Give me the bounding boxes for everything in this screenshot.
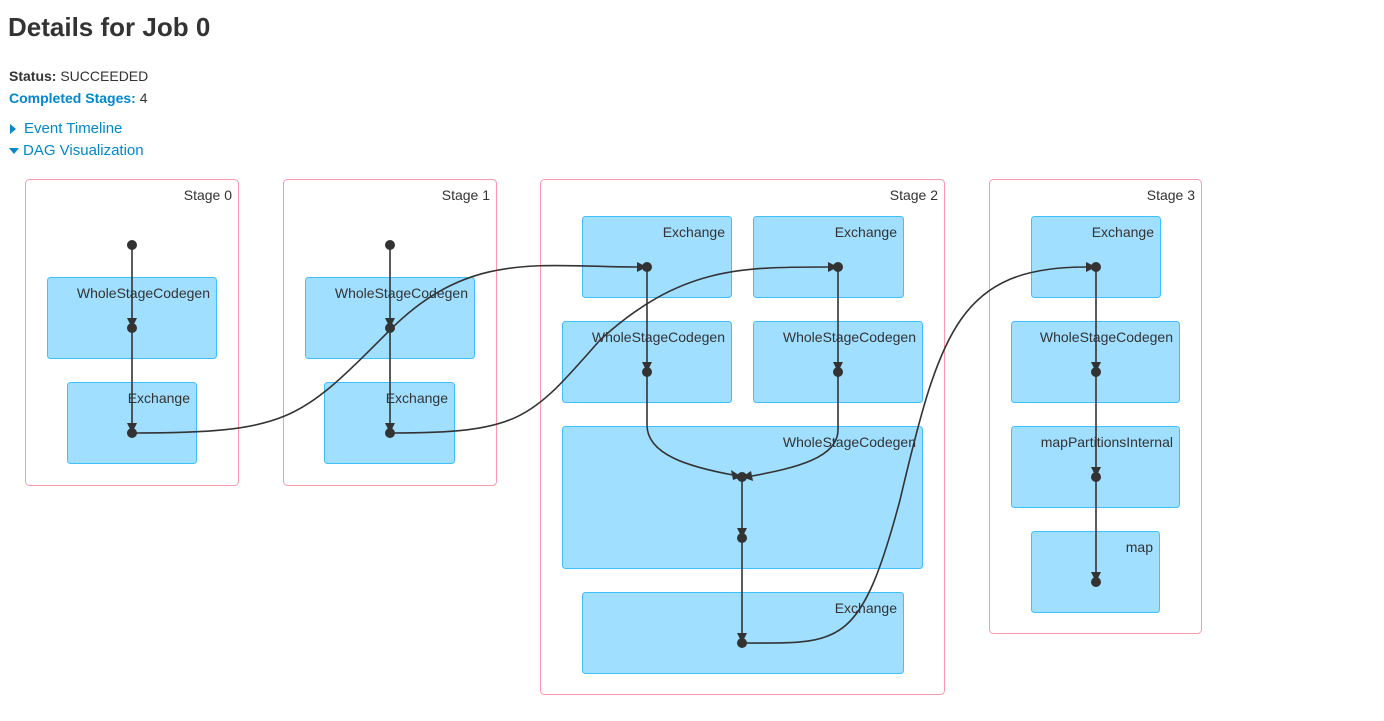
dag-visualization-toggle[interactable]: DAG Visualization xyxy=(9,140,144,162)
event-timeline-label: Event Timeline xyxy=(24,120,123,137)
dag-node[interactable] xyxy=(385,240,395,250)
cluster-label: Exchange xyxy=(663,224,725,240)
cluster-label: WholeStageCodegen xyxy=(783,434,916,450)
arrow-right-icon xyxy=(10,124,16,134)
dag-edge xyxy=(389,266,829,434)
stage-label: Stage 1 xyxy=(442,187,490,203)
stage-label: Stage 2 xyxy=(890,187,938,203)
page-title: Details for Job 0 xyxy=(8,12,211,42)
cluster-label: WholeStageCodegen xyxy=(335,285,468,301)
dag-edge xyxy=(741,266,1087,644)
dag-edge xyxy=(646,372,734,476)
cluster-label: WholeStageCodegen xyxy=(1040,329,1173,345)
status-label: Status: xyxy=(9,68,57,84)
cluster-label: Exchange xyxy=(386,390,448,406)
stage-label: Stage 3 xyxy=(1147,187,1195,203)
dag-visualization-label: DAG Visualization xyxy=(23,142,144,159)
dag-node[interactable] xyxy=(737,638,747,648)
cluster-label: WholeStageCodegen xyxy=(783,329,916,345)
status-value: SUCCEEDED xyxy=(60,68,149,84)
cluster-label: WholeStageCodegen xyxy=(77,285,210,301)
cluster-box[interactable] xyxy=(753,216,904,298)
dag-node[interactable] xyxy=(642,367,652,377)
event-timeline-toggle[interactable]: Event Timeline xyxy=(9,118,144,140)
cluster-label: map xyxy=(1126,539,1153,555)
status-row: Status: SUCCEEDED xyxy=(9,65,148,87)
arrow-down-icon xyxy=(9,148,19,154)
dag-node[interactable] xyxy=(737,533,747,543)
dag-node[interactable] xyxy=(833,367,843,377)
cluster-label: Exchange xyxy=(1092,224,1154,240)
visualization-toggles: Event Timeline DAG Visualization xyxy=(9,118,144,162)
arrowhead xyxy=(742,471,753,481)
completed-stages-row: Completed Stages: 4 xyxy=(9,87,148,109)
cluster-label: Exchange xyxy=(835,600,897,616)
cluster-label: Exchange xyxy=(128,390,190,406)
dag-node[interactable] xyxy=(385,323,395,333)
cluster-label: mapPartitionsInternal xyxy=(1041,434,1173,450)
dag-node[interactable] xyxy=(1091,367,1101,377)
dag-node[interactable] xyxy=(642,262,652,272)
dag-edges xyxy=(131,245,1097,644)
stage-label: Stage 0 xyxy=(184,187,232,203)
cluster-label: WholeStageCodegen xyxy=(592,329,725,345)
job-summary: Status: SUCCEEDED Completed Stages: 4 xyxy=(9,65,148,109)
completed-stages-count: 4 xyxy=(139,90,148,106)
cluster-label: Exchange xyxy=(835,224,897,240)
dag-node[interactable] xyxy=(737,472,747,482)
dag-node[interactable] xyxy=(127,323,137,333)
dag-edge xyxy=(751,372,839,477)
dag-nodes xyxy=(127,240,1101,648)
completed-stages-link[interactable]: Completed Stages: xyxy=(9,90,136,106)
dag-node[interactable] xyxy=(833,262,843,272)
dag-node[interactable] xyxy=(1091,472,1101,482)
dag-node[interactable] xyxy=(385,428,395,438)
dag-node[interactable] xyxy=(127,428,137,438)
dag-node[interactable] xyxy=(1091,577,1101,587)
dag-node[interactable] xyxy=(1091,262,1101,272)
dag-node[interactable] xyxy=(127,240,137,250)
